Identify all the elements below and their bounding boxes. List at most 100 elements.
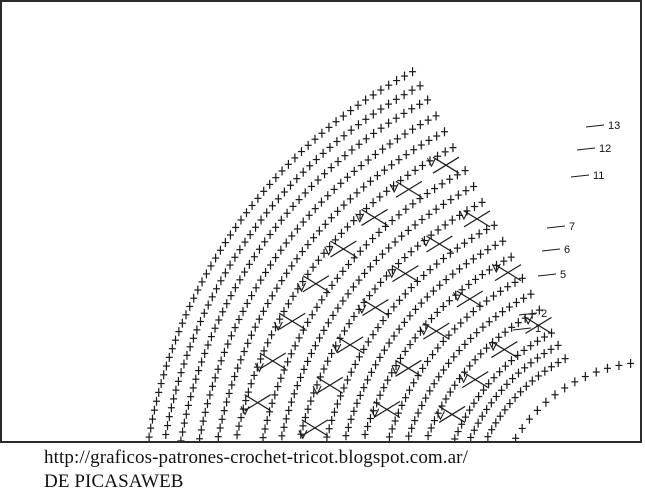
stitch-symbol (243, 298, 251, 308)
stitch-symbol (320, 364, 328, 374)
stitch-symbol (337, 178, 345, 188)
stitch-symbol (395, 155, 403, 165)
stitch-symbol (339, 111, 347, 121)
stitch-symbol (355, 352, 363, 362)
stitch-symbol (214, 432, 222, 441)
stitch-symbol (356, 210, 364, 220)
stitch-symbol (428, 314, 436, 324)
stitch-symbol (208, 292, 216, 302)
crossed-stitch (278, 312, 306, 330)
stitch-symbol (380, 345, 388, 355)
stitch-symbol (441, 220, 449, 230)
stitch-symbol (278, 166, 286, 176)
stitch-symbol (311, 341, 319, 351)
stitch-symbol (369, 109, 377, 119)
stitch-symbol (527, 341, 535, 351)
stitch-symbol (372, 255, 380, 265)
stitch-symbol (284, 159, 292, 169)
stitch-symbol (347, 367, 355, 377)
stitch-symbol (484, 432, 492, 441)
stitch-symbol (511, 393, 519, 403)
stitch-symbol (509, 374, 517, 384)
stitch-symbol (343, 222, 351, 232)
stitch-symbol (380, 383, 388, 393)
stitch-symbol (271, 390, 279, 400)
stitch-symbol (278, 431, 286, 441)
row-pointer (585, 124, 605, 128)
stitch-symbol (382, 221, 390, 231)
stitch-symbol (528, 376, 536, 386)
stitch-symbol (470, 202, 478, 212)
stitch-symbol (468, 233, 476, 243)
stitch-symbol (452, 290, 460, 300)
stitch-symbol (150, 405, 158, 415)
row-pointer (576, 147, 596, 151)
crossed-stitch (456, 290, 484, 308)
stitch-symbol (240, 347, 248, 357)
stitch-symbol (407, 247, 415, 257)
stitch-symbol (390, 302, 398, 312)
stitch-symbol (375, 227, 383, 237)
stitch-symbol (160, 370, 168, 380)
stitch-symbol (483, 296, 491, 306)
stitch-symbol (397, 353, 405, 363)
stitch-symbol (521, 363, 529, 373)
increase-symbol (387, 269, 397, 279)
stitch-symbol (434, 343, 442, 353)
stitch-symbol (268, 201, 276, 211)
stitch-symbol (361, 268, 369, 278)
stitch-symbol (356, 390, 364, 400)
stitch-symbol (492, 391, 500, 401)
stitch-symbol (400, 108, 408, 118)
stitch-symbol (216, 423, 224, 433)
stitch-symbol (485, 265, 493, 275)
stitch-symbol (189, 333, 197, 343)
stitch-symbol (392, 113, 400, 123)
stitch-symbol (478, 197, 486, 207)
stitch-symbol (406, 385, 414, 395)
stitch-symbol (167, 403, 175, 413)
stitch-symbol (304, 356, 312, 366)
stitch-symbol (223, 299, 231, 309)
stitch-symbol (242, 396, 250, 406)
increase-symbol (370, 408, 380, 419)
stitch-symbol (417, 298, 425, 308)
increase-symbol (459, 373, 469, 384)
stitch-symbol (424, 431, 432, 441)
row-number-label: 13 (608, 120, 620, 132)
stitch-symbol (325, 424, 333, 434)
stitch-symbol (441, 147, 449, 157)
stitch-symbol (379, 144, 387, 154)
stitch-symbol (434, 225, 442, 235)
increase-symbol (240, 406, 250, 416)
stitch-symbol (268, 398, 276, 408)
stitch-symbol (354, 100, 362, 110)
stitch-symbol (223, 397, 231, 407)
stitch-symbol (592, 367, 600, 377)
stitch-symbol (385, 243, 393, 253)
stitch-symbol (231, 283, 239, 293)
stitch-symbol (520, 345, 528, 355)
stitch-symbol (316, 333, 324, 343)
stitch-symbol (219, 307, 227, 317)
stitch-symbol (250, 370, 258, 380)
stitch-symbol (395, 295, 403, 305)
stitch-symbol (411, 416, 419, 426)
stitch-symbol (241, 237, 249, 247)
stitch-symbol (248, 200, 256, 210)
stitch-symbol (373, 171, 381, 181)
increase-symbol (452, 291, 462, 302)
stitch-symbol (447, 195, 455, 205)
stitch-symbol (362, 240, 370, 250)
stitch-symbol (339, 266, 347, 276)
stitch-symbol (244, 387, 252, 397)
stitch-symbol (148, 414, 156, 424)
stitch-symbol (288, 261, 296, 271)
stitch-symbol (311, 134, 319, 144)
stitch-symbol (453, 243, 461, 253)
increase-symbol (523, 315, 533, 326)
increase-symbol (427, 157, 436, 168)
stitch-symbol (350, 216, 358, 226)
stitch-symbol (477, 249, 485, 259)
